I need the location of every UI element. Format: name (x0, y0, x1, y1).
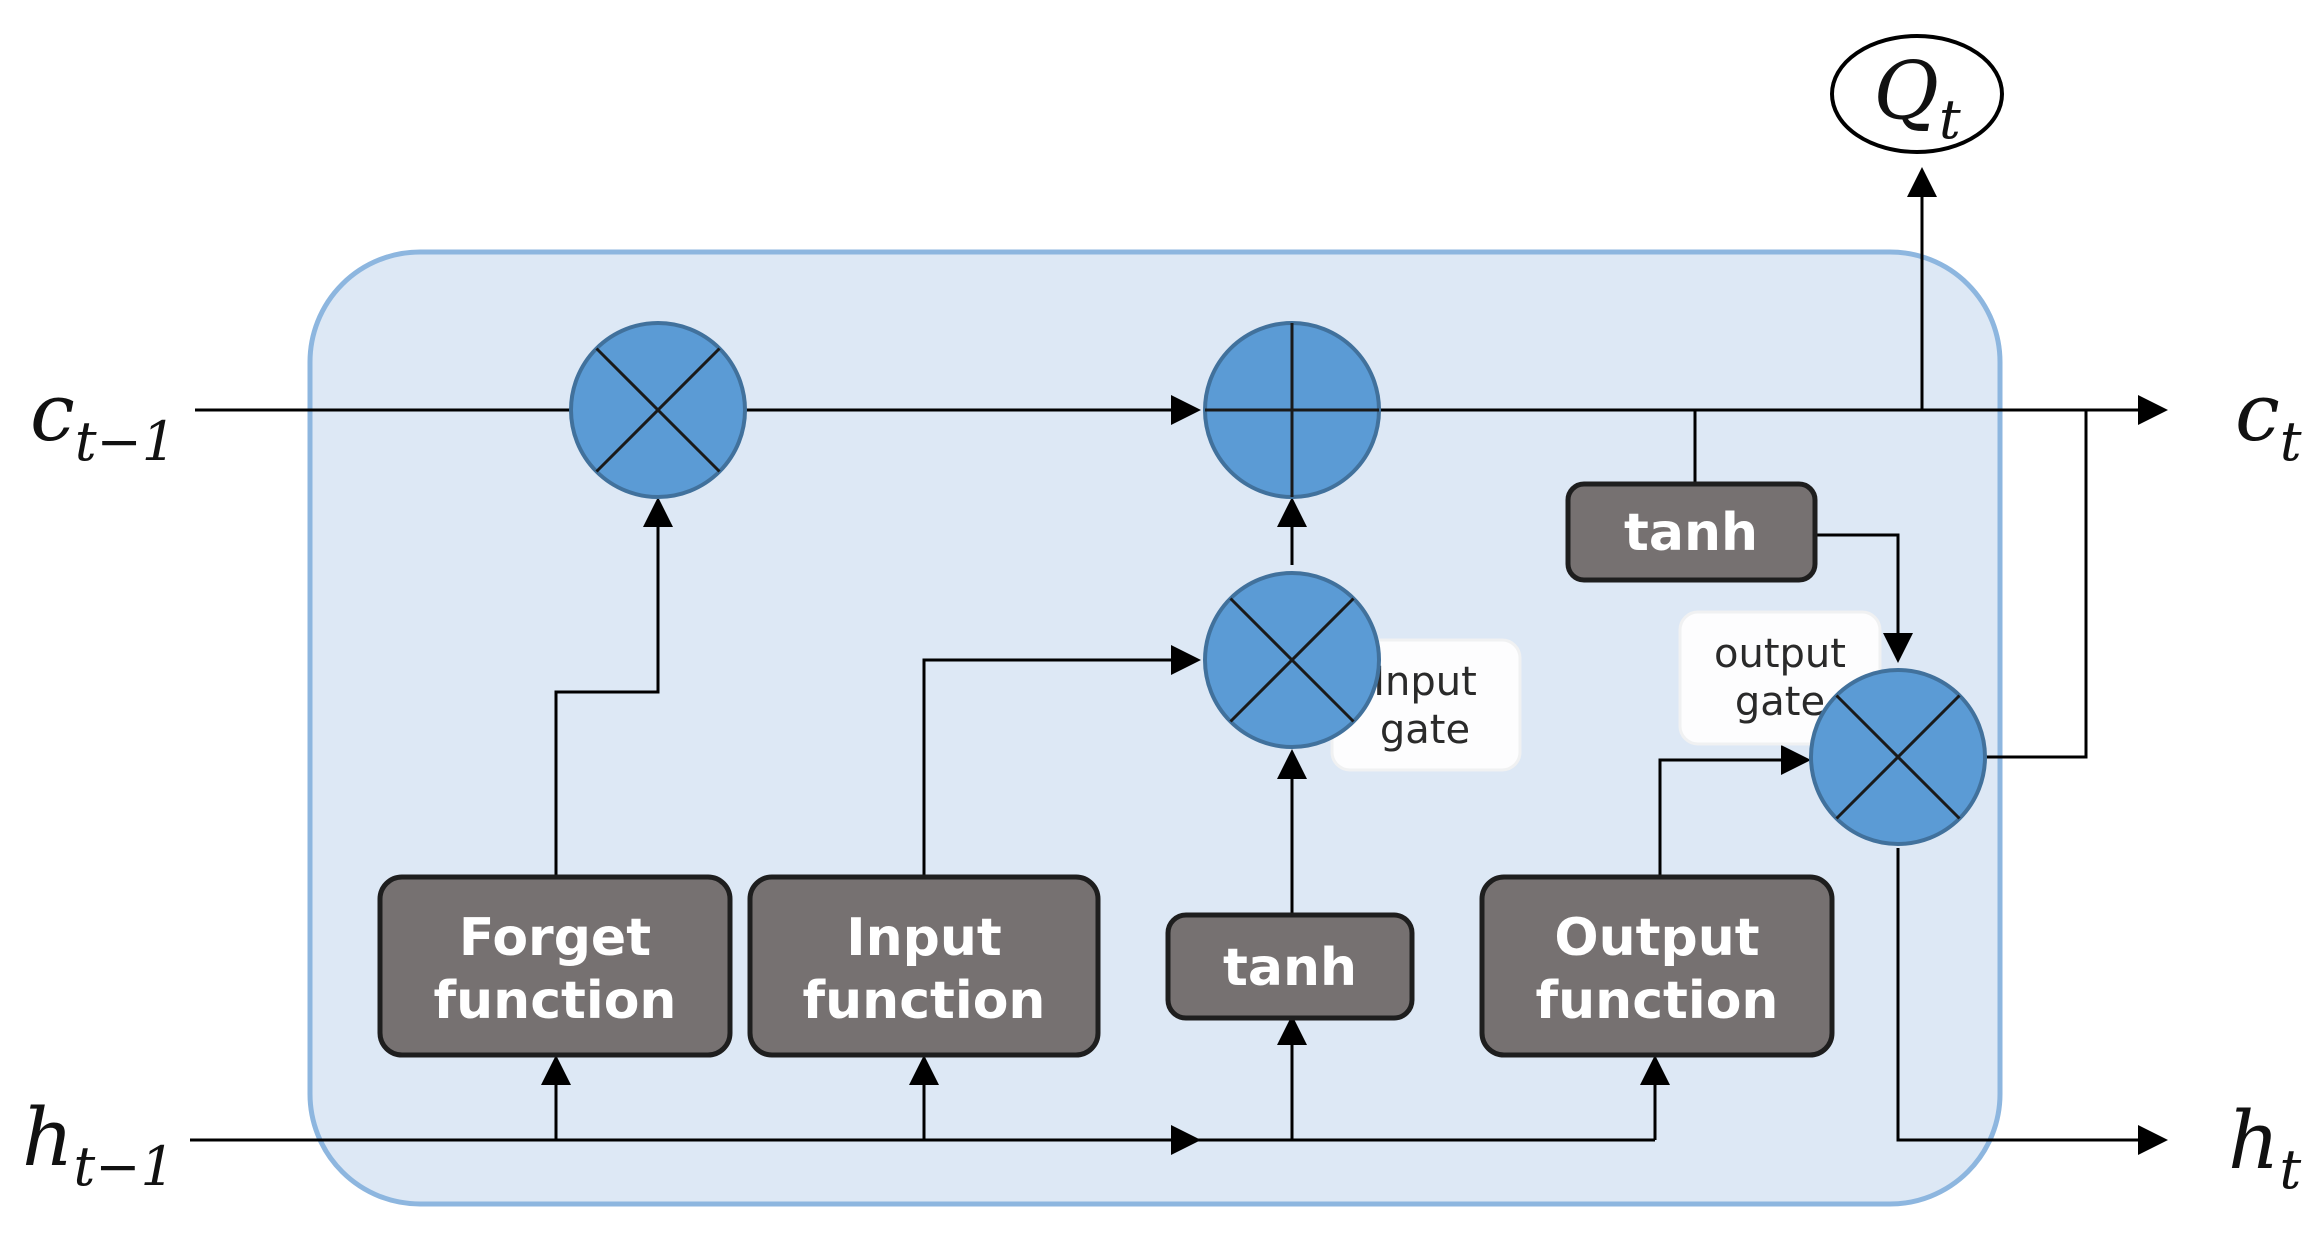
input-gate-label-line1: Input (1373, 659, 1477, 705)
forget-function-line1: Forget (459, 908, 651, 968)
output-to-outmult (1658, 745, 1811, 877)
output-function-block: Output function (1479, 874, 1835, 1058)
c-prev-label: ct−1 (30, 366, 176, 473)
outmult-loop (1983, 410, 2088, 759)
h-next-sub: t (2280, 1138, 2302, 1201)
c-prev-base: c (30, 366, 75, 459)
c-next-sub: t (2280, 410, 2302, 473)
forget-multiply-node (569, 321, 747, 499)
output-function-line2: function (1536, 971, 1779, 1031)
tanh-candidate-block: tanh (1165, 912, 1415, 1021)
output-gate-label-line1: output (1714, 631, 1846, 677)
output-multiply-node (1809, 668, 1987, 846)
outmult-to-h (1896, 848, 2168, 1155)
q-output-sub: t (1939, 88, 1961, 151)
q-output-base: Q (1873, 44, 1939, 137)
q-output-label: Qt (1873, 44, 1961, 151)
h-next-label: ht (2228, 1094, 2302, 1201)
connectors (190, 167, 2168, 1155)
input-multiply-node (1203, 571, 1381, 749)
tanh-candidate-label: tanh (1223, 938, 1357, 998)
h-prev-base: h (22, 1091, 74, 1184)
h-prev-label: ht−1 (22, 1091, 175, 1198)
cell-add-node (1203, 321, 1381, 499)
tanh-to-outmult (1815, 533, 1913, 663)
forget-to-mult (554, 497, 673, 877)
output-gate-label-line2: gate (1735, 679, 1825, 725)
input-function-block: Input function (747, 874, 1101, 1058)
input-gate-label-line2: gate (1380, 707, 1470, 753)
tanh-cell-label: tanh (1624, 503, 1758, 563)
c-prev-sub: t−1 (75, 410, 176, 473)
input-function-line1: Input (846, 908, 1001, 968)
h-prev-sub: t−1 (74, 1135, 175, 1198)
c-next-base: c (2235, 366, 2280, 459)
forget-function-block: Forget function (377, 874, 733, 1058)
h-next-base: h (2228, 1094, 2280, 1187)
output-function-line1: Output (1554, 908, 1759, 968)
input-function-line2: function (803, 971, 1046, 1031)
input-to-mult (922, 645, 1201, 877)
c-next-label: ct (2235, 366, 2302, 473)
q-output-node: Qt (1830, 34, 2004, 154)
forget-function-line2: function (434, 971, 677, 1031)
tanh-cell-block: tanh (1565, 481, 1818, 583)
